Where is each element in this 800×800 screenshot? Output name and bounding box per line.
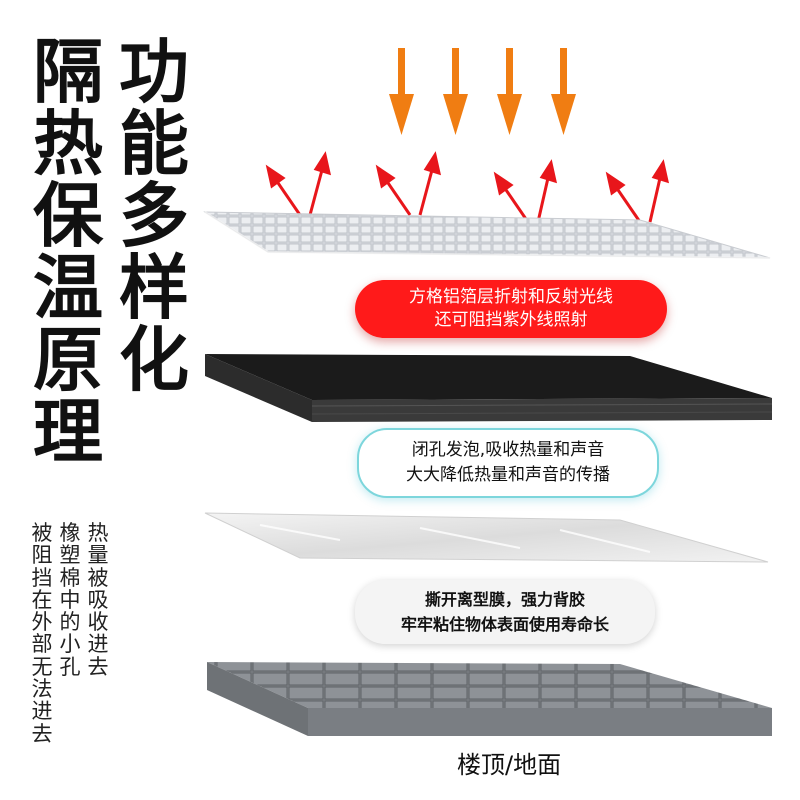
foam-callout: 闭孔发泡,吸收热量和声音 大大降低热量和声音的传播: [357, 428, 659, 498]
side-char: 中: [59, 587, 81, 612]
title-char: 理: [33, 391, 103, 473]
side-char: 收: [87, 610, 109, 635]
side-char: 去: [31, 721, 53, 746]
reflected-arrow-icon: [375, 164, 412, 216]
incoming-arrows: [389, 48, 576, 135]
foil-callout: 方格铝箔层折射和反射光线 还可阻挡紫外线照射: [355, 280, 667, 338]
title-char: 温: [33, 247, 103, 329]
reflected-arrow-icon: [265, 164, 302, 216]
side-char: 的: [59, 610, 81, 635]
title-char: 能: [119, 103, 189, 185]
foil-callout-line-1: 方格铝箔层折射和反射光线: [409, 287, 613, 307]
side-text-column-3: 被 阻 挡 在 外 部 无 法 进 去: [29, 522, 55, 745]
side-char: 法: [31, 677, 53, 702]
title-column-1: 隔 热 保 温 原 理: [30, 36, 106, 468]
title-char: 化: [119, 319, 189, 401]
title-char: 样: [119, 247, 189, 329]
side-text-column-1: 热 量 被 吸 收 进 去: [85, 522, 111, 678]
side-text-column-2: 橡 塑 棉 中 的 小 孔: [57, 522, 83, 678]
incoming-arrow-icon: [443, 48, 468, 135]
title-char: 隔: [33, 31, 103, 113]
title-column-2: 功 能 多 样 化: [116, 36, 192, 396]
foam-callout-line-2: 大大降低热量和声音的传播: [406, 465, 610, 485]
side-char: 棉: [59, 565, 81, 590]
side-char: 孔: [59, 654, 81, 679]
side-char: 塑: [59, 543, 81, 568]
side-char: 去: [87, 654, 109, 679]
title-char: 功: [119, 31, 189, 113]
incoming-arrow-icon: [389, 48, 414, 135]
incoming-arrow-icon: [497, 48, 522, 135]
film-callout-line-2: 牢牢粘住物体表面使用寿命长: [400, 615, 609, 634]
side-char: 无: [31, 654, 53, 679]
side-char: 外: [31, 610, 53, 635]
film-callout-line-1: 撕开离型膜，强力背胶: [424, 590, 585, 609]
side-char: 进: [31, 699, 53, 724]
side-char: 被: [31, 521, 53, 545]
release-film-layer: [204, 512, 769, 563]
base-tile-layer: [207, 662, 772, 736]
reflected-arrow-icon: [648, 159, 670, 223]
side-char: 挡: [31, 565, 53, 590]
side-char: 被: [87, 565, 109, 590]
reflected-arrow-icon: [308, 151, 332, 216]
title-char: 热: [33, 103, 103, 185]
side-char: 阻: [31, 543, 53, 568]
reflected-arrow-icon: [605, 171, 642, 223]
side-char: 橡: [59, 521, 81, 545]
foil-layer: [203, 211, 771, 259]
side-char: 小: [59, 632, 81, 657]
title-char: 多: [119, 175, 189, 257]
side-char: 部: [31, 632, 53, 657]
side-char: 量: [87, 543, 109, 568]
incoming-arrow-icon: [551, 48, 576, 135]
foam-layer: [205, 354, 773, 422]
side-char: 进: [87, 632, 109, 657]
title-char: 保: [33, 175, 103, 257]
reflected-arrow-icon: [493, 171, 530, 223]
reflected-arrows: [265, 151, 670, 223]
side-char: 在: [31, 587, 53, 612]
foam-callout-line-1: 闭孔发泡,吸收热量和声音: [411, 440, 605, 460]
film-callout: 撕开离型膜，强力背胶 牢牢粘住物体表面使用寿命长: [355, 580, 655, 644]
side-char: 热: [87, 521, 109, 545]
side-char: 吸: [87, 587, 109, 612]
reflected-arrow-icon: [418, 151, 442, 216]
title-char: 原: [33, 319, 103, 401]
reflected-arrow-icon: [536, 159, 558, 223]
foil-callout-line-2: 还可阻挡紫外线照射: [434, 310, 588, 330]
base-label: 楼顶/地面: [457, 751, 562, 779]
